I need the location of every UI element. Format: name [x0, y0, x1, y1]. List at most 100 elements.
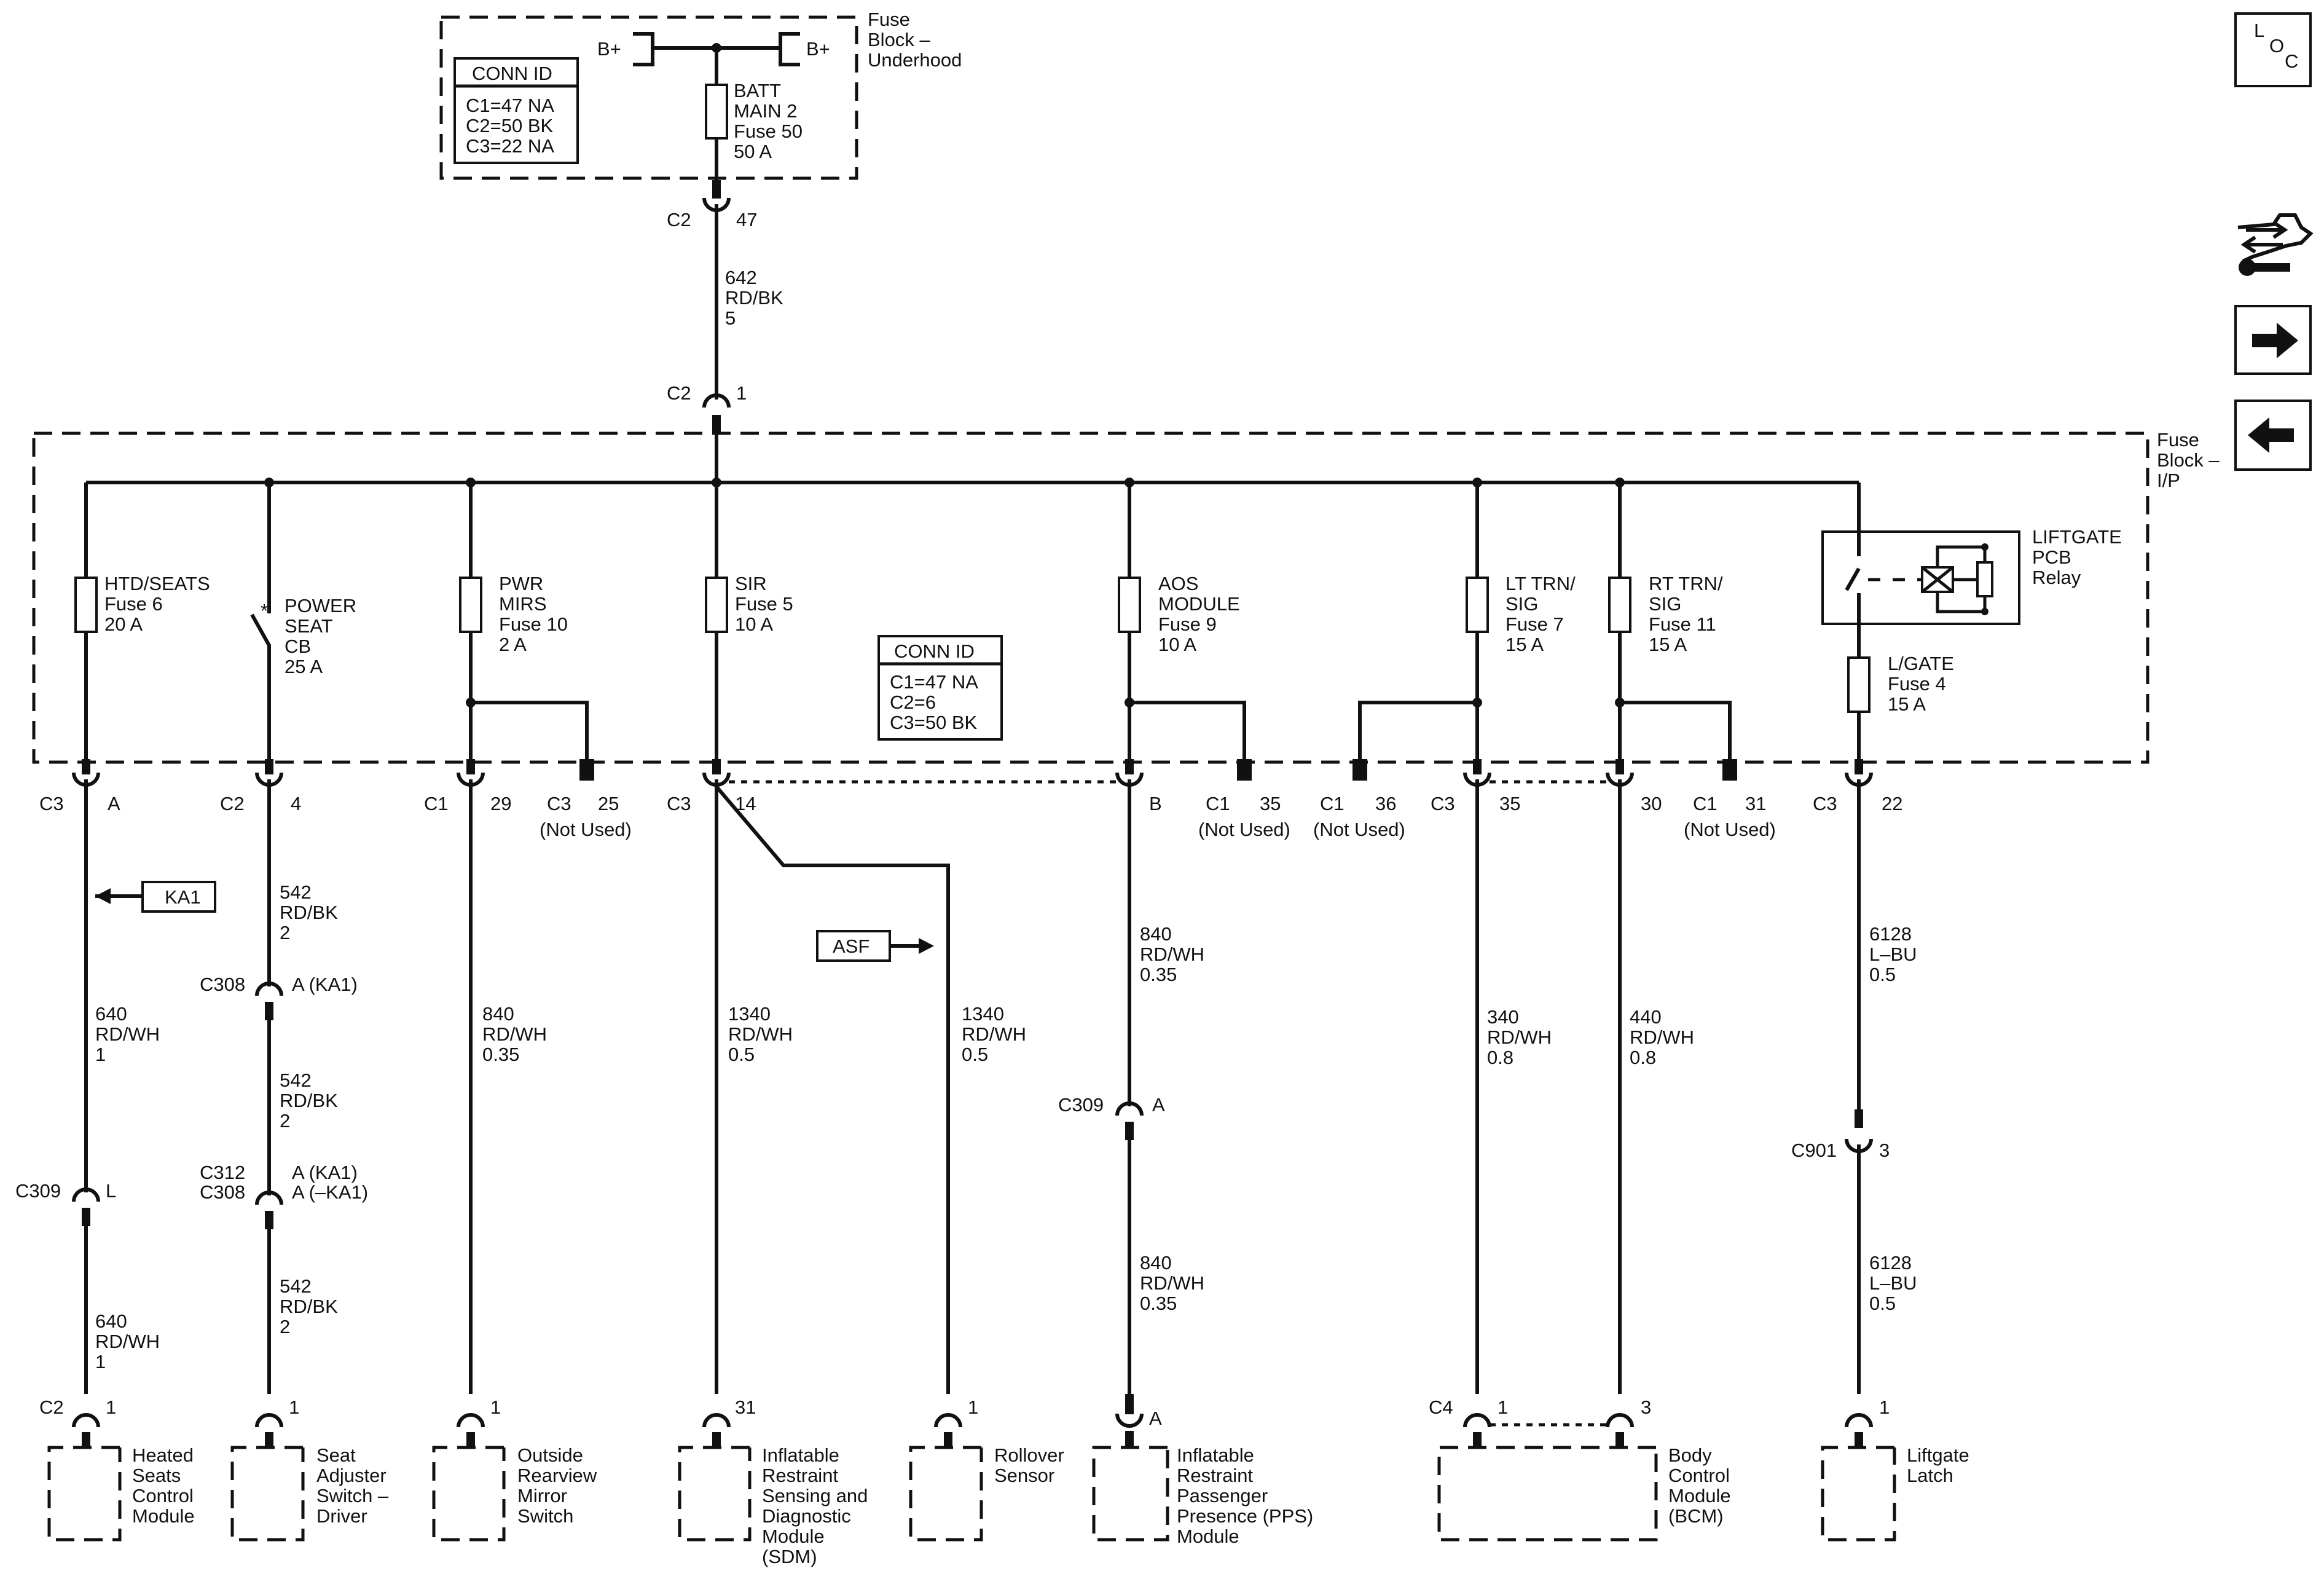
svg-text:C2: C2	[220, 793, 245, 814]
inline-connector-c308: C308 A (KA1)	[200, 974, 358, 1020]
fuse-aos-label: AOS MODULE Fuse 9 10 A	[1158, 573, 1245, 655]
svg-text:A: A	[1152, 1094, 1165, 1116]
svg-text:C1=47 NA: C1=47 NA	[466, 95, 554, 116]
svg-text:C4: C4	[1429, 1396, 1453, 1418]
fuse-block-underhood: Fuse Block – Underhood B+ B+ BATT MAIN 2…	[439, 9, 962, 187]
next-page-button[interactable]	[2234, 305, 2312, 375]
inline-connector-c901: C901 3	[1791, 1138, 1890, 1161]
svg-text:A (–KA1): A (–KA1)	[292, 1181, 368, 1203]
svg-text:(Not Used): (Not Used)	[1684, 819, 1776, 840]
component-pps-module: A Inflatable Restraint Passenger Presenc…	[1092, 1394, 1319, 1547]
svg-text:C2: C2	[39, 1396, 64, 1418]
svg-text:A: A	[1149, 1408, 1162, 1429]
circuit-840-aos: 840 RD/WH 0.35 C309 A 840 RD/WH 0.35	[1058, 779, 1210, 1394]
inline-connector-c309-a: C309 A	[1058, 1094, 1165, 1140]
svg-text:C1=47 NA: C1=47 NA	[890, 671, 978, 693]
connector-c1-31-not-used: C1 31 (Not Used)	[1684, 759, 1776, 840]
b-plus-right-label: B+	[806, 38, 830, 60]
inline-connector-c309-l: C309 L	[15, 1180, 116, 1226]
svg-text:542 RD/BK 2: 542 RD/BK 2	[280, 1275, 343, 1337]
svg-text:3: 3	[1641, 1396, 1651, 1418]
svg-text:840 RD/WH 0.35: 840 RD/WH 0.35	[1140, 923, 1210, 985]
svg-text:30: 30	[1641, 793, 1662, 814]
svg-text:C308: C308	[200, 1181, 245, 1203]
fuse-rt-label: RT TRN/ SIG Fuse 11 15 A	[1649, 573, 1728, 655]
svg-text:A: A	[108, 793, 120, 814]
svg-text:Heated Seats Contr: Heated Seats Control Module	[132, 1444, 199, 1527]
svg-text:542 RD/BK 2: 542 RD/BK 2	[280, 881, 343, 943]
svg-text:C309: C309	[1058, 1094, 1104, 1116]
svg-text:840 RD/WH 0.35: 840 RD/WH 0.35	[1140, 1252, 1210, 1314]
svg-text:6128 L–BU 0.5: 6128 L–BU 0.5	[1869, 1252, 1922, 1314]
svg-text:C3=50 BK: C3=50 BK	[890, 712, 978, 733]
fuse-block-underhood-label: Fuse Block – Underhood	[868, 9, 962, 71]
svg-text:KA1: KA1	[165, 886, 201, 908]
cb-power-seat-label: POWER SEAT CB 25 A	[285, 595, 362, 677]
conn-id-table-underhood: CONN ID C1=47 NA C2=50 BK C3=22 NA	[453, 57, 579, 164]
fuse-aos-module	[1118, 577, 1141, 633]
svg-text:C3: C3	[1813, 793, 1837, 814]
b-plus-left-label: B+	[597, 38, 621, 60]
svg-text:C3: C3	[667, 793, 691, 814]
circuit-542: 542 RD/BK 2 C308 A (KA1) 542 RD/BK 2 C31…	[200, 779, 368, 1394]
svg-text:C2=6: C2=6	[890, 691, 936, 713]
svg-text:840 RD/WH 0.35: 840 RD/WH 0.35	[482, 1003, 552, 1065]
underhood-out-conn: C2	[667, 209, 691, 230]
svg-text:A (KA1): A (KA1)	[292, 974, 358, 995]
service-info-icon[interactable]	[2237, 213, 2314, 276]
ka1-reference	[141, 881, 216, 913]
svg-text:1340 RD/WH 0.5: 1340 RD/WH 0.5	[728, 1003, 798, 1065]
loc-letter-c: C	[2285, 50, 2298, 72]
fuse-htd-seats	[74, 577, 98, 633]
svg-text:ASF: ASF	[833, 935, 870, 957]
svg-text:4: 4	[291, 793, 301, 814]
fuse-pwr-mirs-label: PWR MIRS Fuse 10 2 A	[499, 573, 573, 655]
connector-c1-29: C1 29	[424, 759, 511, 814]
svg-text:25: 25	[598, 793, 619, 814]
svg-text:6128 L–BU 0.5: 6128 L–BU 0.5	[1869, 923, 1922, 985]
svg-text:C3: C3	[547, 793, 571, 814]
svg-text:(Not Used): (Not Used)	[1198, 819, 1290, 840]
fuse-lt-label: LT TRN/ SIG Fuse 7 15 A	[1505, 573, 1580, 655]
svg-text:(Not Used): (Not Used)	[540, 819, 632, 840]
svg-text:C2=50 BK: C2=50 BK	[466, 115, 554, 136]
svg-text:29: 29	[490, 793, 511, 814]
fuse-l-gate	[1847, 656, 1871, 713]
svg-text:Rollover Sensor: Rollover Sensor	[994, 1444, 1069, 1486]
circuit-1340: 1340 RD/WH 0.5 1340 RD/WH 0.5 ASF	[715, 779, 1026, 1394]
circuit-6128: 6128 L–BU 0.5 C901 3 6128 L–BU 0.5	[1791, 779, 1922, 1394]
svg-text:542 RD/BK 2: 542 RD/BK 2	[280, 1069, 343, 1132]
svg-text:440 RD/WH 0.8: 440 RD/WH 0.8	[1630, 1006, 1700, 1068]
svg-text:CONN ID: CONN ID	[472, 63, 552, 84]
svg-text:36: 36	[1375, 793, 1396, 814]
svg-text:A (KA1): A (KA1)	[292, 1162, 358, 1183]
arrow-left-icon	[2248, 417, 2294, 453]
circuit-440: 440 RD/WH 0.8	[1618, 779, 1700, 1394]
svg-text:640 RD/WH 1: 640 RD/WH 1	[95, 1310, 165, 1372]
svg-text:1: 1	[106, 1396, 116, 1418]
fuse-batt-main2	[705, 84, 728, 140]
svg-text:Outside Rearview M: Outside Rearview Mirror Switch	[517, 1444, 602, 1527]
svg-text:35: 35	[1499, 793, 1520, 814]
svg-text:35: 35	[1260, 793, 1281, 814]
component-heated-seats-control-module: C2 1 Heated Seats Control Module	[39, 1396, 199, 1542]
connector-c3-14: C3 14	[667, 759, 756, 814]
component-liftgate-latch: 1 Liftgate Latch	[1821, 1396, 1969, 1542]
svg-text:1: 1	[1879, 1396, 1890, 1418]
svg-text:C1: C1	[1693, 793, 1717, 814]
fuse-pwr-mirs	[459, 577, 482, 633]
svg-text:C901: C901	[1791, 1140, 1837, 1161]
loc-button[interactable]: L O C	[2234, 12, 2312, 87]
svg-text:C3: C3	[39, 793, 64, 814]
connector-c3-22: C3 22	[1813, 759, 1902, 814]
svg-text:31: 31	[1745, 793, 1766, 814]
feed-wire-642: C2 47 642 RD/BK 5 C2 1	[667, 180, 783, 433]
svg-text:C3=22 NA: C3=22 NA	[466, 135, 554, 157]
previous-page-button[interactable]	[2234, 400, 2312, 471]
svg-text:Inflatable Restraint: Inflatable Restraint Passenger Presence …	[1177, 1444, 1319, 1547]
svg-text:C309: C309	[15, 1180, 61, 1202]
svg-text:31: 31	[735, 1396, 756, 1418]
component-seat-adjuster-switch-driver: 1 Seat Adjuster Switch – Driver	[230, 1396, 389, 1542]
svg-text:L: L	[106, 1180, 116, 1202]
svg-text:340 RD/WH 0.8: 340 RD/WH 0.8	[1487, 1006, 1557, 1068]
